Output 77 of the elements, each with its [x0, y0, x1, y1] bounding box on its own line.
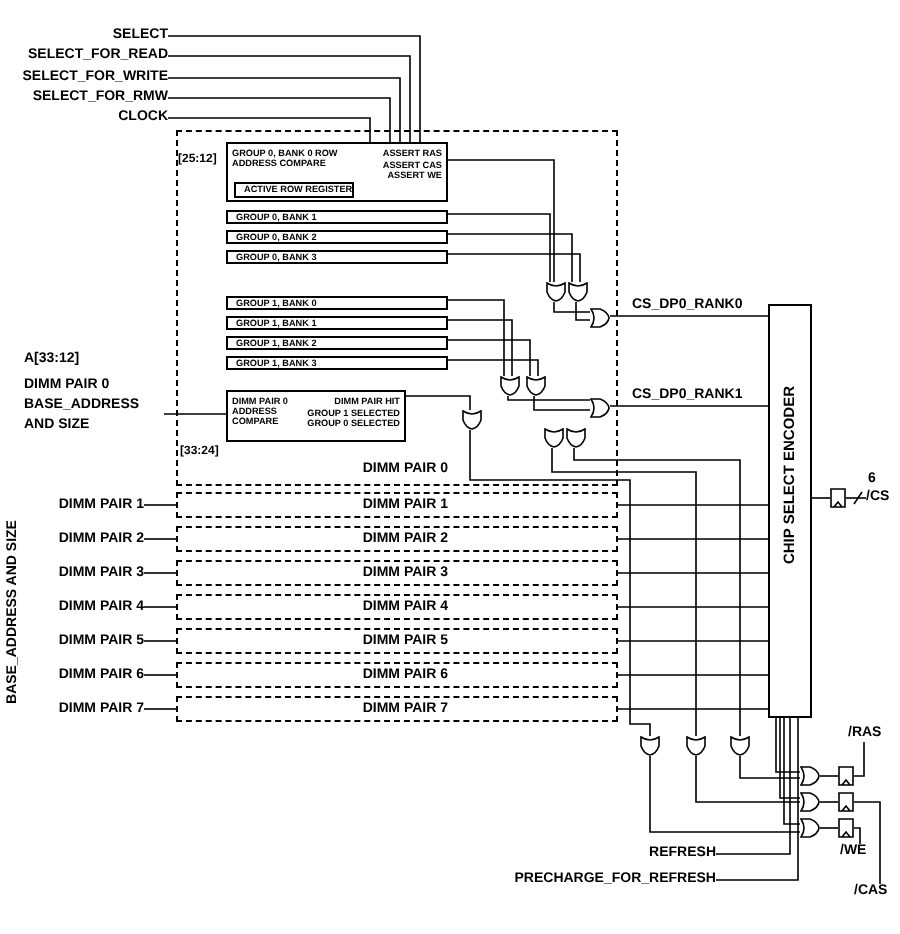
signal-line: [167, 35, 421, 143]
signal-line: [143, 606, 177, 608]
signal-line: [783, 717, 801, 825]
signal-line: [739, 755, 801, 779]
signal-line: [617, 708, 769, 710]
signal-line: [819, 775, 839, 777]
or-gate-symbol: [800, 792, 820, 812]
signal-line: [447, 253, 581, 283]
signal-line: [779, 717, 801, 799]
signal-line: [819, 827, 839, 829]
flip-flop-symbol: [838, 766, 854, 786]
signal-line: [811, 497, 831, 499]
signal-line: [143, 674, 177, 676]
or-gate-symbol: [730, 736, 750, 756]
signal-line: [551, 447, 697, 737]
signal-line: [649, 755, 801, 833]
flip-flop-symbol: [838, 818, 854, 838]
signal-line: [447, 233, 573, 283]
or-gate-symbol: [462, 410, 482, 430]
or-gate-symbol: [526, 376, 546, 396]
or-gate-symbol: [800, 818, 820, 838]
signal-line: [143, 708, 177, 710]
or-gate-symbol: [686, 736, 706, 756]
signal-line: [143, 572, 177, 574]
signal-line: [447, 213, 551, 283]
signal-line: [167, 97, 391, 143]
signal-line: [575, 301, 591, 321]
signal-line: [775, 717, 801, 773]
signal-line: [845, 497, 867, 499]
signal-line: [617, 640, 769, 642]
signal-line: [447, 359, 539, 377]
signal-line: [617, 572, 769, 574]
signal-line: [405, 395, 471, 411]
signal-line: [143, 504, 177, 506]
or-gate-symbol: [566, 428, 586, 448]
signal-line: [609, 315, 769, 317]
dimm-pair-region: [176, 130, 618, 486]
signal-line: [167, 77, 401, 143]
signal-line: [447, 339, 531, 377]
logic-block: [226, 390, 406, 442]
or-gate-symbol: [544, 428, 564, 448]
signal-line: [167, 117, 371, 143]
signal-line: [617, 538, 769, 540]
or-gate-symbol: [500, 376, 520, 396]
or-gate-symbol: [590, 308, 610, 328]
signal-line: [617, 606, 769, 608]
or-gate-symbol: [800, 766, 820, 786]
signal-line: [617, 504, 769, 506]
or-gate-symbol: [546, 282, 566, 302]
signal-line: [163, 413, 227, 415]
signal-line: [507, 395, 591, 401]
signal-line: [167, 55, 411, 143]
signal-line: [447, 299, 505, 377]
or-gate-symbol: [640, 736, 660, 756]
signal-line: [617, 674, 769, 676]
signal-line: [819, 801, 839, 803]
or-gate-symbol: [590, 398, 610, 418]
signal-line: [469, 429, 651, 737]
signal-line: [573, 447, 741, 737]
signal-line: [715, 717, 791, 855]
signal-line: [143, 640, 177, 642]
signal-line: [853, 741, 865, 777]
signal-line: [447, 159, 555, 283]
signal-line: [533, 395, 591, 411]
signal-line: [695, 755, 801, 803]
signal-line: [553, 301, 591, 313]
flip-flop-symbol: [838, 792, 854, 812]
signal-line: [447, 319, 513, 377]
signal-line: [143, 538, 177, 540]
encoder-block: [768, 304, 812, 718]
signal-line: [853, 801, 881, 885]
logic-block: [226, 142, 448, 202]
signal-line: [853, 827, 861, 845]
flip-flop-symbol: [830, 488, 846, 508]
signal-line: [609, 405, 769, 407]
or-gate-symbol: [568, 282, 588, 302]
signal-line: [715, 717, 799, 881]
